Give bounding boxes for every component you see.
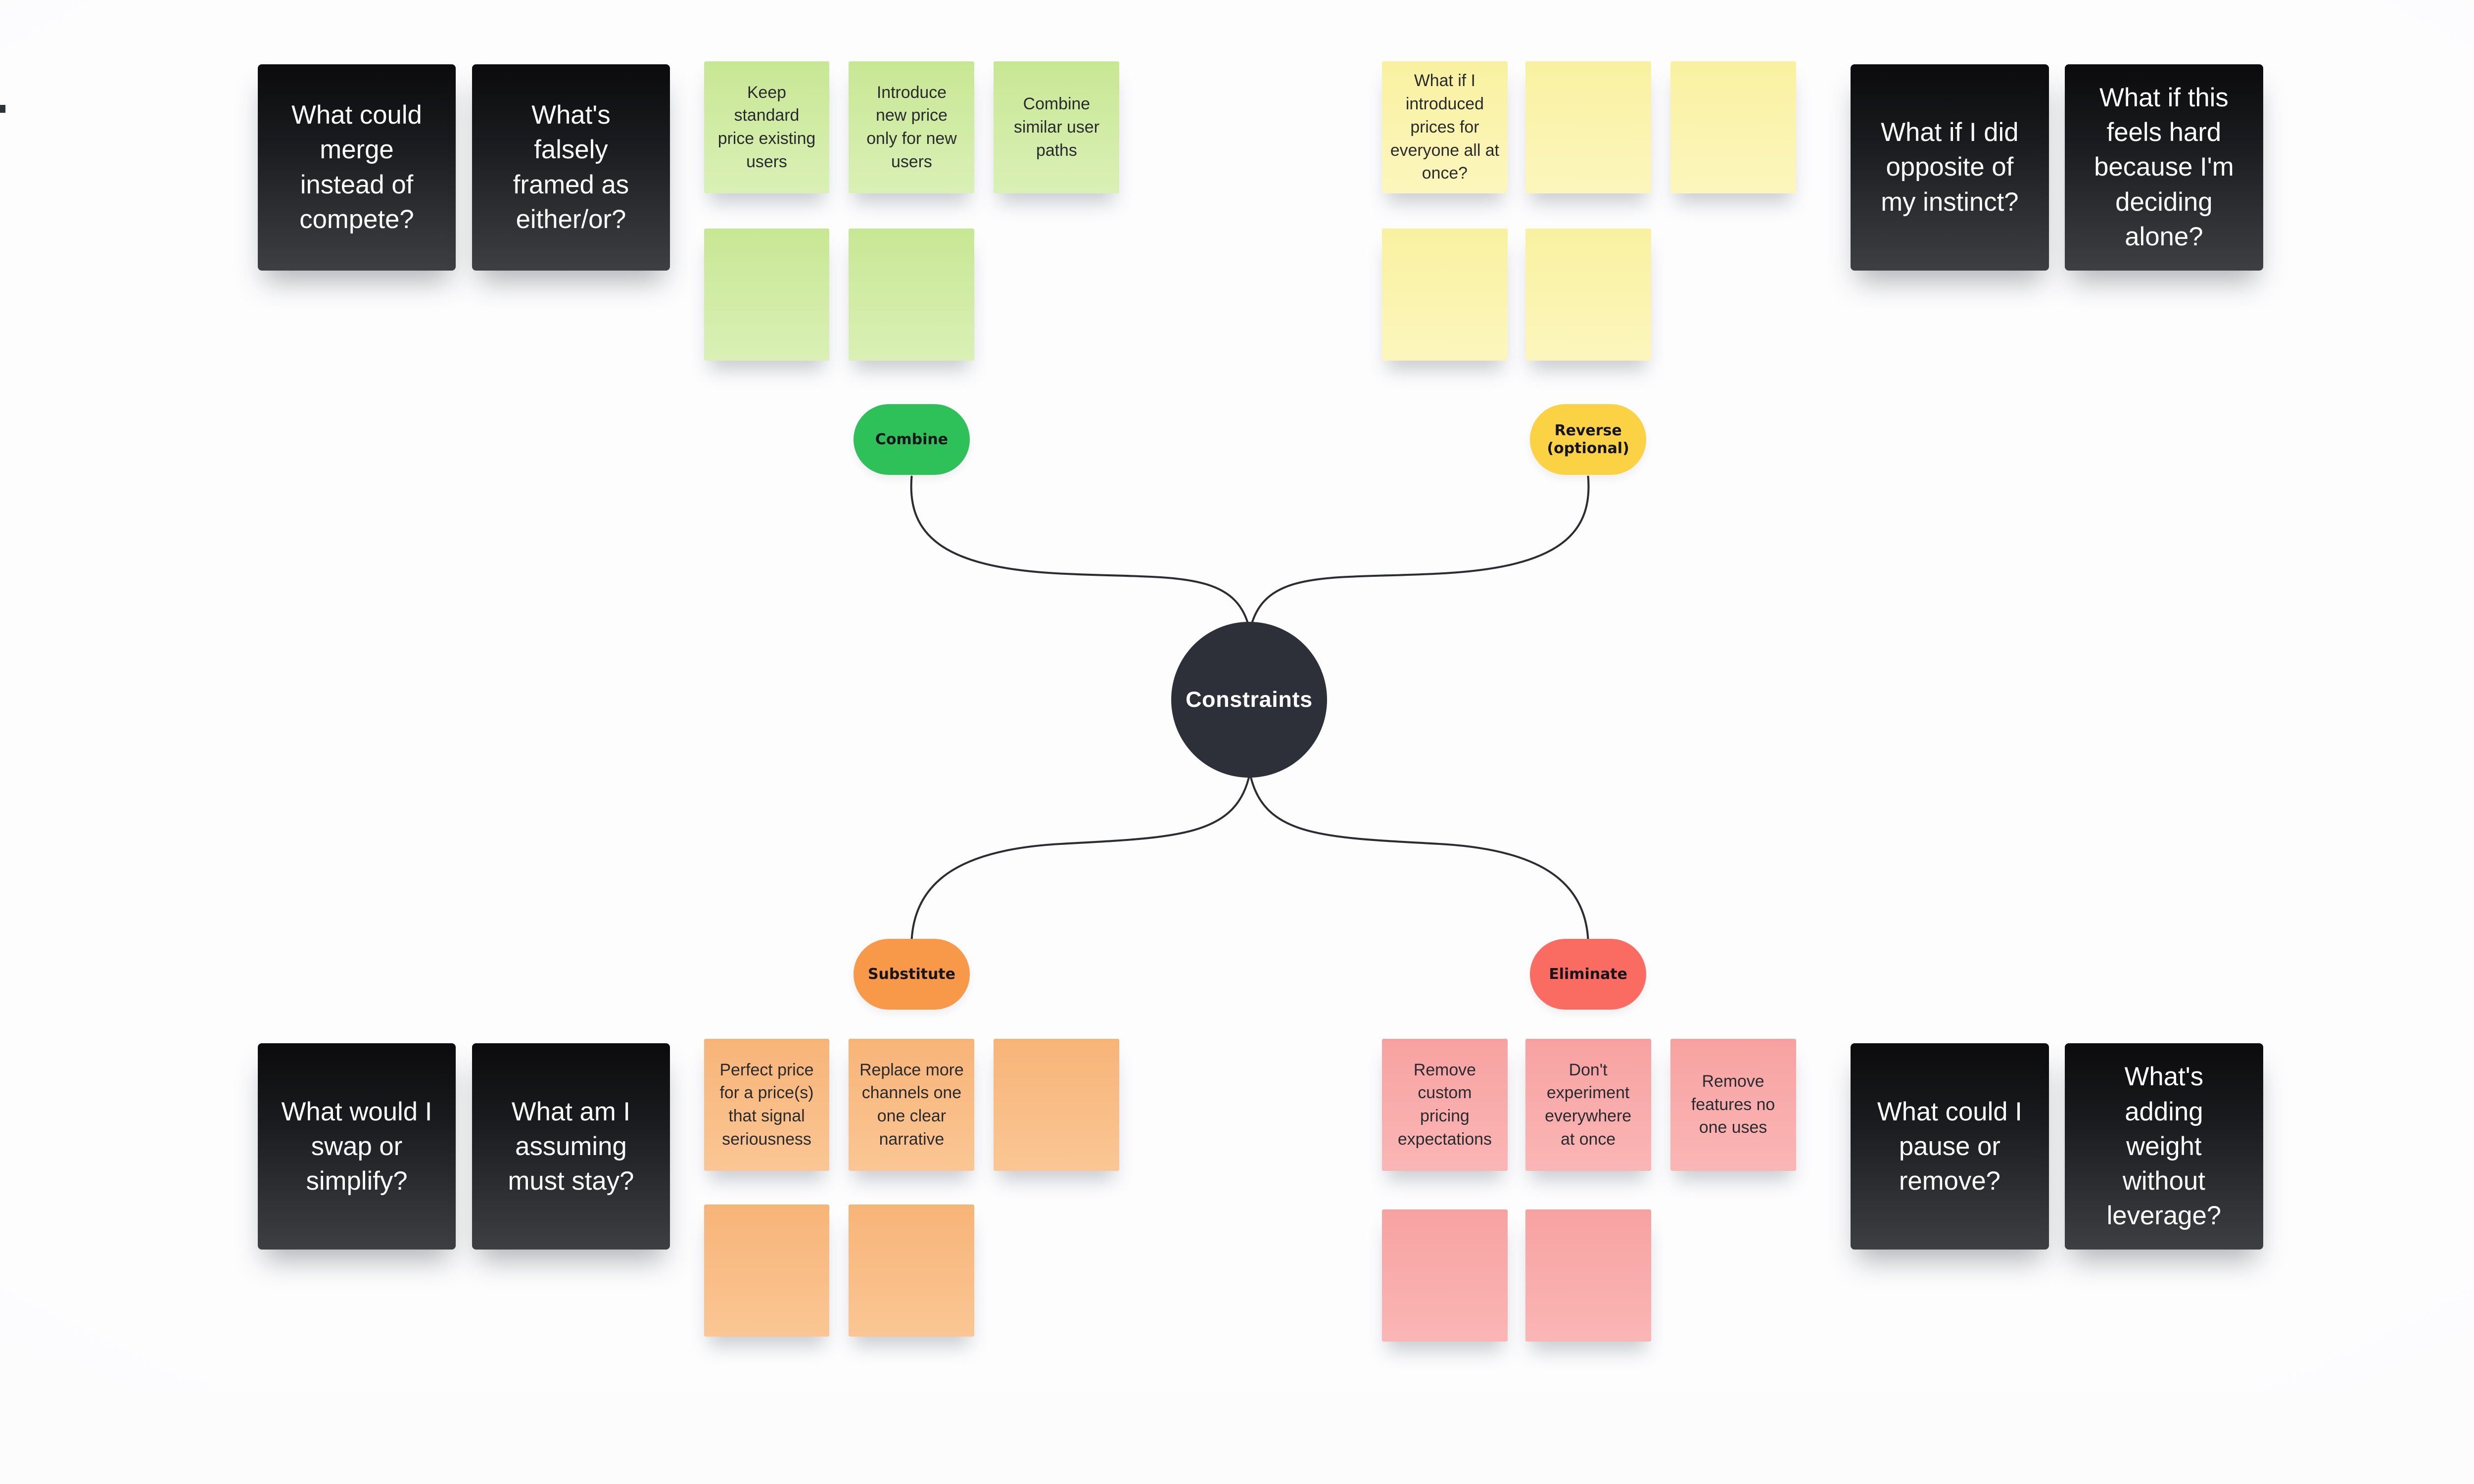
prompt-card-combine-2[interactable]: What's falsely framed as either/or?	[472, 64, 670, 271]
sticky-note-reverse-4[interactable]	[1381, 229, 1508, 361]
sticky-note-reverse-2[interactable]	[1525, 61, 1651, 193]
sticky-note-text: Perfect price for a price(s) that signal…	[719, 1060, 814, 1149]
sticky-note-combine-3[interactable]: Combine similar user paths	[994, 61, 1120, 193]
sticky-note-text: Remove features no one uses	[1691, 1071, 1775, 1137]
sticky-note-text: Introduce new price only for new users	[866, 83, 957, 171]
sticky-note-eliminate-5[interactable]	[1525, 1209, 1651, 1342]
sticky-note-eliminate-3[interactable]: Remove features no one uses	[1670, 1038, 1796, 1171]
prompt-card-reverse-1[interactable]: What if I did opposite of my instinct?	[1851, 64, 2049, 271]
sticky-note-text: Keep standard price existing users	[717, 83, 816, 171]
sticky-note-text: Combine similar user paths	[1013, 94, 1099, 160]
connector-eliminate	[1249, 772, 1589, 942]
prompt-card-substitute-1[interactable]: What would I swap or simplify?	[257, 1043, 456, 1250]
sticky-note-text: Remove custom pricing expectations	[1397, 1060, 1492, 1149]
sticky-note-eliminate-1[interactable]: Remove custom pricing expectations	[1381, 1038, 1508, 1171]
sticky-note-reverse-1[interactable]: What if I introduced prices for everyone…	[1381, 61, 1508, 193]
prompt-card-text: What could merge instead of compete?	[291, 100, 422, 234]
branch-pill-label: Eliminate	[1549, 965, 1627, 983]
canvas-edge-artifact	[0, 104, 6, 113]
sticky-note-combine-4[interactable]	[704, 229, 830, 361]
sticky-note-combine-5[interactable]	[849, 229, 975, 361]
center-node-constraints[interactable]: Constraints	[1171, 621, 1328, 778]
board-canvas[interactable]: What could merge instead of compete? Wha…	[0, 0, 2474, 1391]
prompt-card-eliminate-2[interactable]: What's adding weight without leverage?	[2065, 1043, 2263, 1250]
sticky-note-substitute-2[interactable]: Replace more channels one one clear narr…	[849, 1038, 975, 1171]
branch-pill-substitute[interactable]: Substitute	[854, 938, 970, 1010]
prompt-card-text: What's adding weight without leverage?	[2106, 1062, 2222, 1230]
prompt-card-text: What would I swap or simplify?	[281, 1097, 432, 1196]
sticky-note-substitute-4[interactable]	[704, 1204, 830, 1337]
sticky-note-substitute-1[interactable]: Perfect price for a price(s) that signal…	[704, 1038, 830, 1171]
branch-pill-label: Substitute	[867, 965, 955, 983]
sticky-note-substitute-3[interactable]	[994, 1038, 1120, 1171]
prompt-card-combine-1[interactable]: What could merge instead of compete?	[257, 64, 456, 271]
prompt-card-text: What if I did opposite of my instinct?	[1881, 118, 2019, 217]
prompt-card-text: What am I assuming must stay?	[508, 1097, 634, 1196]
branch-pill-combine[interactable]: Combine	[854, 404, 970, 475]
sticky-note-text: Replace more channels one one clear narr…	[859, 1060, 964, 1149]
sticky-note-combine-2[interactable]: Introduce new price only for new users	[849, 61, 975, 193]
center-node-label: Constraints	[1186, 687, 1313, 712]
prompt-card-text: What's falsely framed as either/or?	[513, 100, 629, 234]
branch-pill-eliminate[interactable]: Eliminate	[1530, 938, 1646, 1010]
sticky-note-substitute-5[interactable]	[849, 1204, 975, 1337]
sticky-note-text: Don't experiment everywhere at once	[1545, 1060, 1632, 1149]
sticky-note-eliminate-2[interactable]: Don't experiment everywhere at once	[1525, 1038, 1651, 1171]
branch-connectors	[910, 475, 1590, 942]
prompt-card-reverse-2[interactable]: What if this feels hard because I'm deci…	[2065, 64, 2263, 271]
branch-pill-reverse[interactable]: Reverse (optional)	[1530, 404, 1646, 475]
sticky-note-reverse-5[interactable]	[1525, 229, 1651, 361]
sticky-note-eliminate-4[interactable]	[1381, 1209, 1508, 1342]
branch-pill-label: Reverse (optional)	[1547, 422, 1629, 457]
sticky-note-reverse-3[interactable]	[1670, 61, 1796, 193]
sticky-note-combine-1[interactable]: Keep standard price existing users	[704, 61, 830, 193]
connector-combine	[910, 475, 1251, 633]
prompt-card-eliminate-1[interactable]: What could I pause or remove?	[1851, 1043, 2049, 1250]
branch-pill-label: Combine	[875, 430, 948, 448]
sticky-note-text: What if I introduced prices for everyone…	[1390, 71, 1499, 183]
connector-substitute	[910, 772, 1251, 942]
prompt-card-text: What could I pause or remove?	[1877, 1097, 2022, 1196]
connector-reverse	[1249, 475, 1590, 633]
prompt-card-substitute-2[interactable]: What am I assuming must stay?	[472, 1043, 670, 1250]
prompt-card-text: What if this feels hard because I'm deci…	[2094, 83, 2234, 251]
